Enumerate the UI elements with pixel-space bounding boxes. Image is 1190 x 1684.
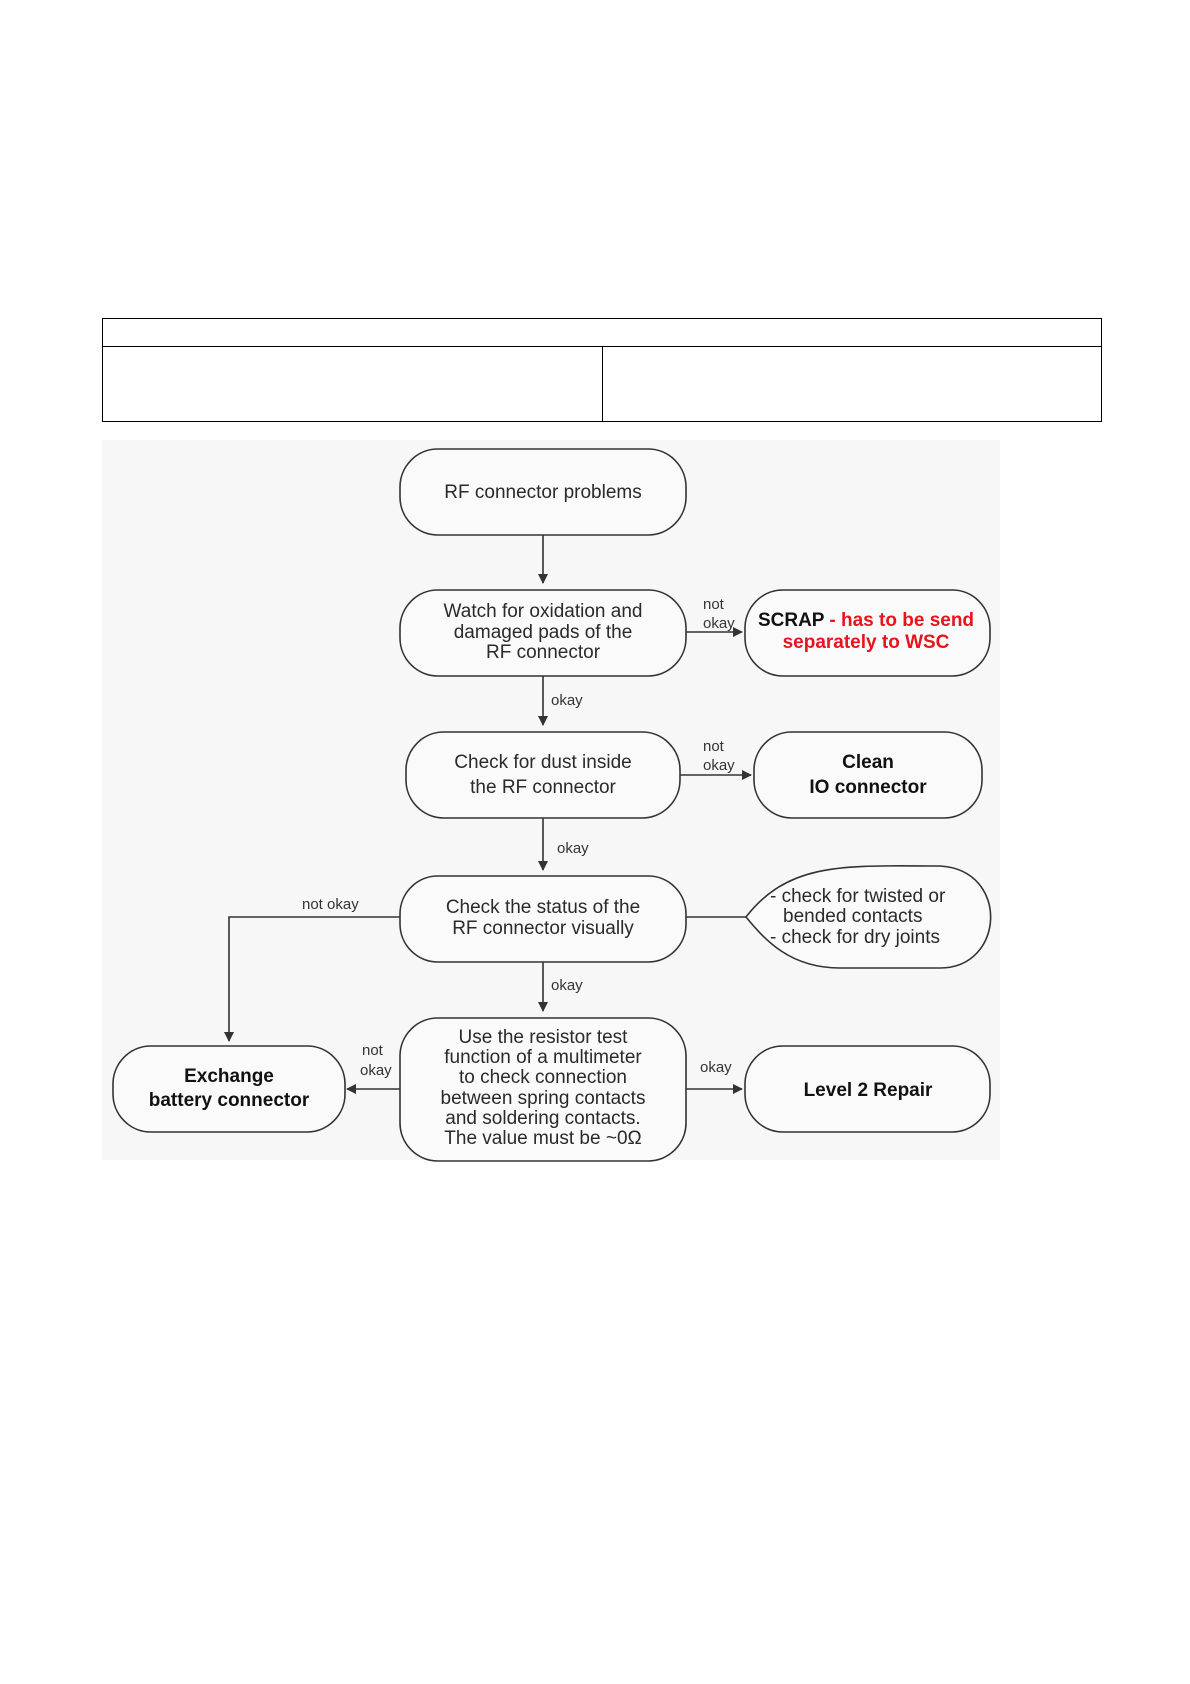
node-exchange-label-2: battery connector — [149, 1090, 310, 1111]
edge-label-watch-okay: okay — [551, 692, 583, 709]
edge-label-dust-not-1: not — [703, 738, 725, 755]
node-dust-label-2: the RF connector — [470, 777, 616, 798]
node-note-label-1: - check for twisted or — [770, 886, 946, 907]
node-clean-label-1: Clean — [842, 752, 894, 773]
node-note — [744, 865, 992, 969]
node-clean — [753, 731, 983, 819]
scrap-warning-2: separately to WSC — [783, 632, 950, 653]
edge-label-watch-not-1: not — [703, 596, 725, 613]
node-exchange-label-1: Exchange — [184, 1066, 274, 1087]
edge-label-watch-not-2: okay — [703, 615, 735, 632]
node-scrap — [744, 589, 991, 677]
header-row-top — [103, 319, 1101, 347]
node-resistor — [399, 1017, 687, 1162]
scrap-keyword: SCRAP — [758, 610, 825, 631]
node-watch-label-1: Watch for oxidation and — [444, 601, 643, 622]
node-resistor-label-5: and soldering contacts. — [445, 1108, 640, 1129]
node-watch-label-2: damaged pads of the — [454, 622, 633, 643]
node-watch — [399, 589, 687, 677]
node-dust — [405, 731, 681, 819]
node-resistor-label-4: between spring contacts — [441, 1088, 646, 1109]
edge-status-to-exchange — [224, 916, 400, 1042]
node-resistor-label-3: to check connection — [459, 1067, 627, 1088]
node-level2 — [744, 1045, 991, 1133]
node-level2-label: Level 2 Repair — [804, 1080, 933, 1101]
edge-label-dust-not-2: okay — [703, 757, 735, 774]
node-exchange — [112, 1045, 346, 1133]
edge-label-resistor-not-1: not — [362, 1042, 384, 1059]
node-start — [399, 448, 687, 536]
node-status-label-2: RF connector visually — [452, 918, 634, 939]
scrap-warning-1: - has to be send — [824, 610, 974, 631]
node-status-label-1: Check the status of the — [446, 897, 640, 918]
node-status — [399, 875, 687, 963]
node-note-label-2: bended contacts — [783, 906, 922, 927]
edge-label-status-not: not okay — [302, 896, 359, 913]
node-resistor-label-6: The value must be ~0Ω — [444, 1128, 641, 1149]
node-watch-label-3: RF connector — [486, 642, 601, 663]
node-start-label: RF connector problems — [444, 482, 641, 503]
node-clean-label-2: IO connector — [809, 777, 927, 798]
header-cell-left — [103, 347, 603, 421]
edge-label-resistor-not-2: okay — [360, 1062, 392, 1079]
node-scrap-label-1: SCRAP - has to be send — [758, 610, 974, 631]
node-resistor-label-1: Use the resistor test — [459, 1027, 629, 1048]
node-resistor-label-2: function of a multimeter — [444, 1047, 642, 1068]
edge-label-dust-okay: okay — [557, 840, 589, 857]
node-dust-label-1: Check for dust inside — [454, 752, 631, 773]
edge-label-resistor-okay: okay — [700, 1059, 732, 1076]
header-table — [102, 318, 1102, 422]
node-note-label-3: - check for dry joints — [770, 927, 940, 948]
edge-label-status-okay: okay — [551, 977, 583, 994]
